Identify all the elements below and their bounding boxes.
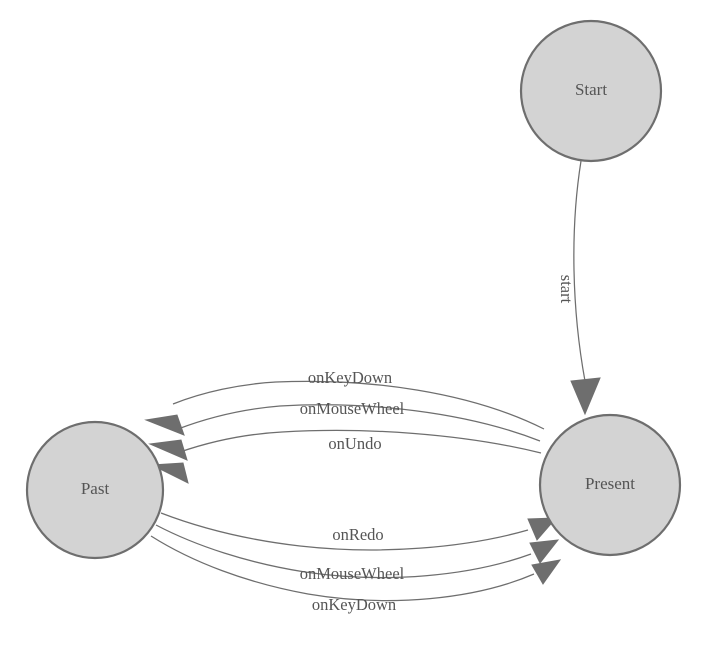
edge-present-to-past-onkeydown-arrowhead xyxy=(144,414,185,436)
node-past-circle xyxy=(25,420,165,560)
edge-past-to-present-onkeydown-arrowhead xyxy=(531,559,562,585)
edge-past-to-present-onmousewheel[interactable] xyxy=(155,524,560,579)
edge-start-to-present-arrowhead xyxy=(570,377,601,416)
edge-present-to-past-onundo-path xyxy=(179,429,542,454)
edge-label-present-past-onmousewheel: onMouseWheel xyxy=(300,399,405,418)
edge-start-to-present[interactable] xyxy=(570,160,601,416)
edge-past-to-present-onredo[interactable] xyxy=(160,512,558,551)
edge-past-to-present-onmousewheel-arrowhead xyxy=(529,539,560,564)
edge-present-to-past-onkeydown-path xyxy=(172,380,545,430)
edge-label-past-present-onredo: onRedo xyxy=(332,525,383,544)
node-present-label: Present xyxy=(585,474,635,493)
edge-past-to-present-onkeydown-path xyxy=(150,535,535,602)
node-past-label: Past xyxy=(81,479,110,498)
edge-label-present-past-onundo: onUndo xyxy=(328,434,381,453)
node-past[interactable]: Past xyxy=(25,420,165,560)
edge-present-to-past-onundo-arrowhead xyxy=(150,462,189,484)
edge-label-past-present-onmousewheel: onMouseWheel xyxy=(300,564,405,583)
node-present-circle xyxy=(538,413,682,557)
node-start[interactable]: Start xyxy=(519,19,663,163)
node-start-circle xyxy=(519,19,663,163)
edge-label-present-past-onkeydown: onKeyDown xyxy=(308,368,392,387)
edge-present-to-past-onundo[interactable] xyxy=(150,429,542,484)
edge-present-to-past-onkeydown[interactable] xyxy=(144,380,545,436)
edge-past-to-present-onkeydown[interactable] xyxy=(150,535,562,602)
edge-label-start: start xyxy=(557,275,576,304)
node-present[interactable]: Present xyxy=(538,413,682,557)
edge-past-to-present-onmousewheel-path xyxy=(155,524,532,579)
edge-present-to-past-onmousewheel-path xyxy=(177,404,541,442)
edge-start-to-present-path xyxy=(573,160,586,382)
edge-past-to-present-onredo-path xyxy=(160,512,529,551)
edge-past-to-present-onredo-arrowhead xyxy=(527,517,558,541)
node-start-label: Start xyxy=(575,80,607,99)
edge-label-past-present-onkeydown: onKeyDown xyxy=(312,595,396,614)
